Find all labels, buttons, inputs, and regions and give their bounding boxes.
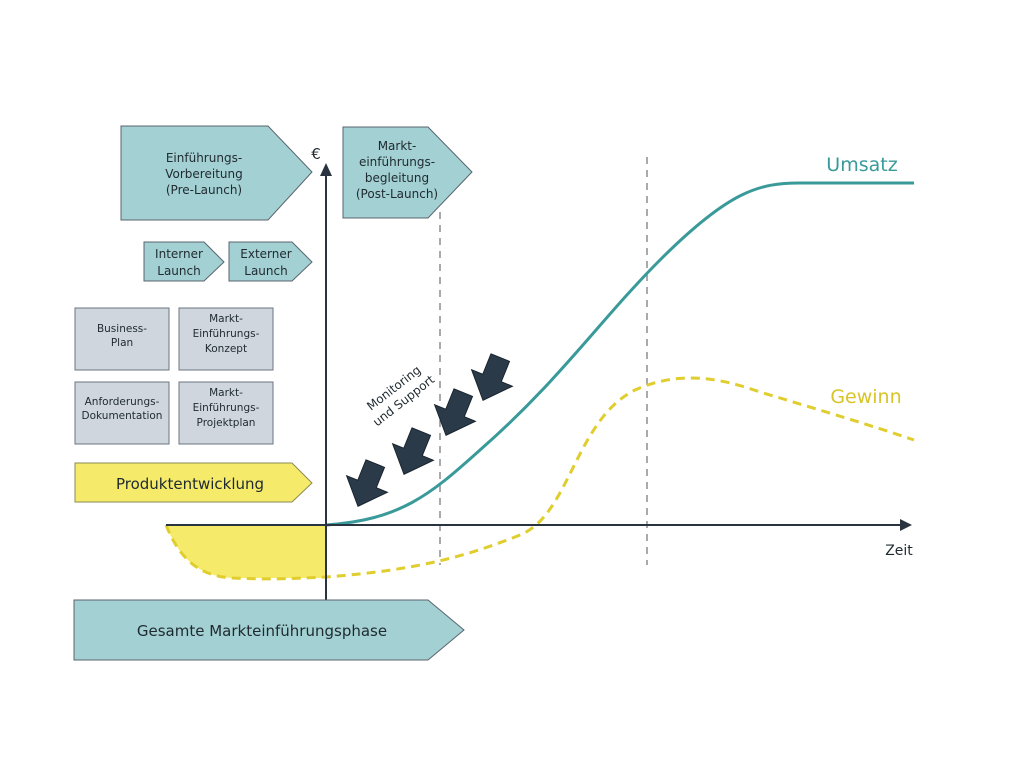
requirements-line-2: Dokumentation [82, 410, 163, 422]
market-concept-line-3: Konzept [205, 343, 247, 355]
support-arrow-2 [391, 427, 435, 475]
business-plan-line-1: Business- [97, 323, 147, 335]
pre-launch-line-3: (Pre-Launch) [166, 183, 242, 197]
pre-launch-line-2: Vorbereitung [165, 167, 242, 181]
product-development-box: Produktentwicklung [74, 462, 313, 503]
profit-label: Gewinn [830, 386, 901, 408]
revenue-label: Umsatz [826, 154, 897, 176]
product-development-label: Produktentwicklung [116, 475, 264, 493]
requirements-line-1: Anforderungs- [85, 396, 160, 408]
post-launch-phase-box: Markt- einführungs- begleitung (Post-Lau… [342, 126, 473, 219]
external-launch-line-2: Launch [244, 264, 287, 278]
post-launch-line-1: Markt- [378, 139, 417, 153]
external-launch-line-1: Externer [240, 247, 291, 261]
internal-launch-line-1: Interner [155, 247, 203, 261]
total-phase-box: Gesamte Markteinführungsphase [73, 599, 465, 661]
internal-launch-line-2: Launch [157, 264, 200, 278]
project-plan-line-3: Projektplan [197, 417, 256, 429]
profit-curve [164, 376, 915, 581]
project-plan-line-2: Einführungs- [193, 402, 260, 414]
requirements-note: Anforderungs- Dokumentation [74, 381, 170, 445]
revenue-curve [325, 181, 914, 527]
post-launch-line-2: einführungs- [359, 155, 435, 169]
internal-launch-box: Interner Launch [143, 241, 225, 282]
business-plan-note: Business- Plan [74, 307, 170, 371]
support-arrow-3 [433, 388, 477, 436]
total-phase-label: Gesamte Markteinführungsphase [137, 622, 387, 640]
investment-loss-area [166, 525, 326, 578]
post-launch-line-3: begleitung [365, 171, 429, 185]
monitoring-arrows [345, 353, 514, 507]
x-axis-arrowhead [900, 519, 912, 531]
project-plan-line-1: Markt- [209, 387, 243, 399]
pre-launch-phase-box: Einführungs- Vorbereitung (Pre-Launch) [120, 125, 313, 221]
project-plan-note: Markt- Einführungs- Projektplan [178, 381, 274, 445]
business-plan-line-2: Plan [111, 337, 133, 349]
market-concept-line-1: Markt- [209, 313, 243, 325]
support-arrow-1 [345, 459, 389, 507]
post-launch-line-4: (Post-Launch) [356, 187, 438, 201]
y-axis-arrowhead [320, 163, 332, 176]
external-launch-box: Externer Launch [228, 241, 313, 282]
monitoring-label: Monitoring und Support [364, 363, 437, 429]
market-concept-note: Markt- Einführungs- Konzept [178, 307, 274, 371]
market-concept-line-2: Einführungs- [193, 328, 260, 340]
y-axis-label: € [311, 145, 321, 163]
pre-launch-line-1: Einführungs- [166, 151, 242, 165]
x-axis-label: Zeit [885, 543, 913, 559]
support-arrow-4 [470, 353, 514, 401]
